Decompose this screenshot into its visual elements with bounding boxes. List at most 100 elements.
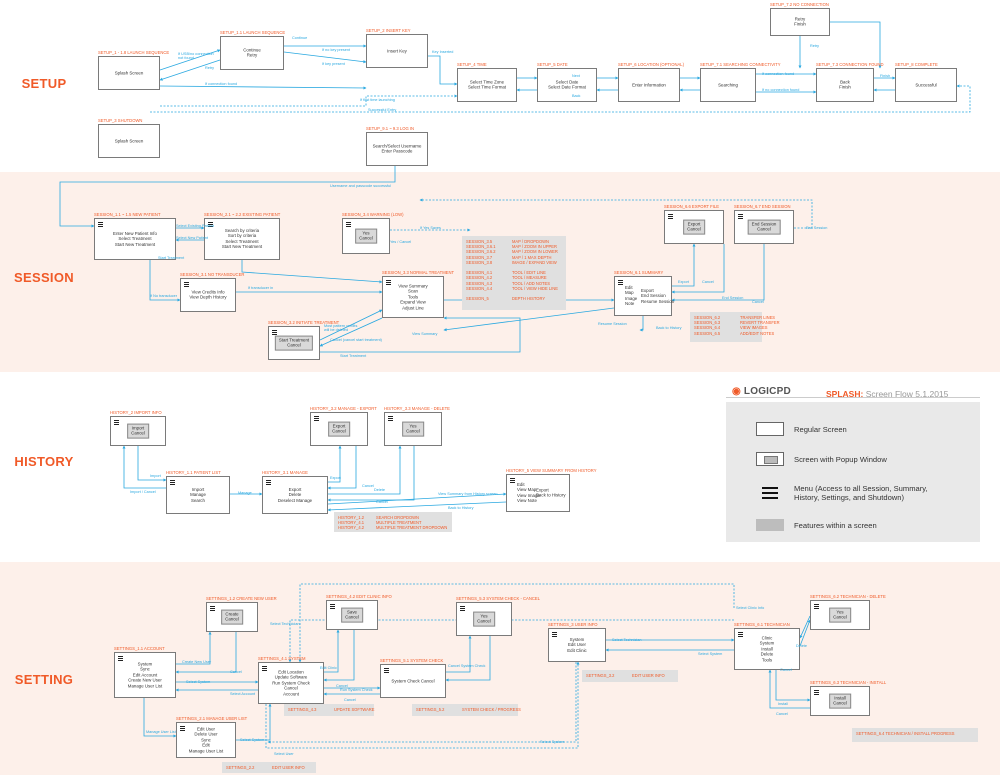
menu-icon xyxy=(262,666,267,671)
feature-names: SYSTEM CHECK / PROGRESS xyxy=(462,707,521,712)
flow-arrow xyxy=(327,446,357,490)
flow-arrow xyxy=(122,445,166,489)
flow-arrow xyxy=(149,260,181,302)
title-main: SPLASH: xyxy=(826,389,864,399)
menu-icon xyxy=(738,214,743,219)
flow-arrow xyxy=(150,84,971,113)
legend-text: Menu (Access to all Session, Summary, Hi… xyxy=(794,484,928,502)
flow-arrow xyxy=(775,670,811,702)
flow-arrow xyxy=(236,703,272,741)
flow-arrow xyxy=(419,198,813,229)
feature-ids: SETTINGS_5.2 xyxy=(416,707,445,712)
flow-arrow xyxy=(428,55,458,86)
screen-node: Export Cancel xyxy=(310,412,368,446)
screen-id-label: HISTORY_3.3 MANAGE - DELETE xyxy=(384,406,450,411)
feature-note: SESSION_6.2 SESSION_6.3 SESSION_6.4 SESS… xyxy=(690,312,780,342)
screen-node: Import Manage Search xyxy=(166,476,230,514)
flow-arrow xyxy=(327,492,507,505)
flow-arrow xyxy=(768,669,810,709)
flow-arrow xyxy=(294,316,521,353)
screen-node: Back Finish xyxy=(816,68,874,102)
screen-node: Export Delete Deselect Manage xyxy=(262,476,328,514)
arrow-label: Back xyxy=(572,94,581,98)
feature-ids: SETTINGS_4.3 xyxy=(288,707,317,712)
feature-names: EDIT USER INFO xyxy=(632,673,665,678)
screen-text: Insert Key xyxy=(387,48,407,54)
arrow-label: Select System xyxy=(186,680,211,684)
screen-text: View Summary Scan Tools Expand View Adju… xyxy=(398,283,428,311)
menu-icon xyxy=(388,416,393,421)
flow-arrow xyxy=(319,317,383,347)
arrow-label: Next xyxy=(572,74,580,78)
screen-node: Search/Select Username Enter Passcode xyxy=(366,132,428,166)
flow-arrow xyxy=(327,446,415,502)
popup-window: Yes Cancel xyxy=(355,228,377,244)
arrow-label: Cancel xyxy=(780,668,792,672)
screen-node: System Check Cancel xyxy=(380,664,446,698)
flow-arrow xyxy=(267,662,577,744)
screen-text: Enter Information xyxy=(632,82,666,88)
flow-arrow xyxy=(328,445,402,495)
screen-id-label: SESSION_1.1 ~ 1.5 NEW PATIENT xyxy=(94,212,161,217)
screen-text: Back Finish xyxy=(839,79,851,90)
menu-icon xyxy=(170,480,175,485)
screen-id-label: SESSION_3.2 INITIATE TREATMENT xyxy=(268,320,340,325)
screen-text: Splash Screen xyxy=(114,70,144,76)
flow-arrow xyxy=(143,698,177,738)
flow-arrow xyxy=(324,629,340,673)
screen-id-label: SETTINGS_4.2 EDIT CLINIC INFO xyxy=(326,594,392,599)
menu-icon xyxy=(386,280,391,285)
screen-text: Edit User Delete User Sync Edit Manage U… xyxy=(188,726,224,754)
screen-text: Searching xyxy=(718,82,738,88)
flow-arrow xyxy=(671,244,765,302)
brand-suffix: PD xyxy=(776,386,791,397)
screen-id-label: SESSION_2.1 ~ 2.2 EXISTING PATIENT xyxy=(204,212,281,217)
legend-panel: Regular Screen Screen with Popup Window … xyxy=(726,402,980,542)
screen-text: Splash Screen xyxy=(114,138,144,144)
screen-text: Retry Finish xyxy=(794,16,806,27)
feature-ids: SESSION_6.2 SESSION_6.3 SESSION_6.4 SESS… xyxy=(694,315,721,336)
screen-text: View Credits Info View Depth History xyxy=(189,289,227,300)
screen-id-label: SETTINGS_1.1 ACCOUNT xyxy=(114,646,165,651)
screen-node: Save Cancel xyxy=(326,600,378,630)
arrow-label: If key present xyxy=(322,62,345,66)
screen-node: View Credits Info View Depth History xyxy=(180,278,236,312)
screen-node: System Sync Edit Account Create New User… xyxy=(114,652,176,698)
screen-id-label: HISTORY_5 VIEW SUMMARY FROM HISTORY xyxy=(506,468,597,473)
screen-id-label: SETTINGS_4.1 SYSTEM xyxy=(258,656,306,661)
screen-node: Continue Retry xyxy=(220,36,284,70)
arrow-label: If connection found xyxy=(205,82,238,86)
screen-id-label: SESSION_3.3 NORMAL TREATMENT xyxy=(382,270,455,275)
arrow-label: Export xyxy=(678,280,689,284)
flow-arrow xyxy=(327,501,507,512)
flow-arrow xyxy=(288,619,734,663)
menu-icon xyxy=(272,330,277,335)
flow-arrow xyxy=(443,307,615,332)
screen-id-label: SETUP_8 COMPLETE xyxy=(895,62,938,67)
screen-id-label: SETTINGS_3 USER INFO xyxy=(548,622,598,627)
feature-names: EDIT USER INFO xyxy=(272,765,305,770)
menu-icon xyxy=(738,632,743,637)
brand-logo: ◉ LOGICPD xyxy=(732,386,791,397)
arrow-label: Select Technician xyxy=(270,622,300,626)
arrow-label: Cancel xyxy=(376,500,388,504)
screen-node: Clinic System Install Delete Tools xyxy=(734,628,800,670)
section-title-setting: SETTING xyxy=(14,672,74,687)
flow-arrow xyxy=(799,615,811,639)
screen-text: Select Date Select Date Format xyxy=(548,79,586,90)
arrow-label: Back to History xyxy=(656,326,682,330)
menu-icon xyxy=(180,726,185,731)
menu-icon xyxy=(814,604,819,609)
popup-screen-swatch xyxy=(756,452,784,466)
arrow-label: Cancel xyxy=(702,280,714,284)
feature-note: SESSION_3.5 SESSION_3.6.1 SESSION_3.6.2 … xyxy=(462,236,566,310)
arrow-label: Cancel xyxy=(752,300,764,304)
arrow-label: End Session xyxy=(722,296,744,300)
screen-id-label: SETTINGS_2.1 MANAGE USER LIST xyxy=(176,716,248,721)
flow-arrow xyxy=(639,316,644,332)
screen-node: Start Treatment Cancel xyxy=(268,326,320,360)
arrow-label: Cancel System Check xyxy=(448,664,486,668)
flow-arrow xyxy=(160,94,458,107)
flow-arrow xyxy=(671,244,725,294)
arrow-label: Most pattern credits will be deleted xyxy=(324,324,358,332)
